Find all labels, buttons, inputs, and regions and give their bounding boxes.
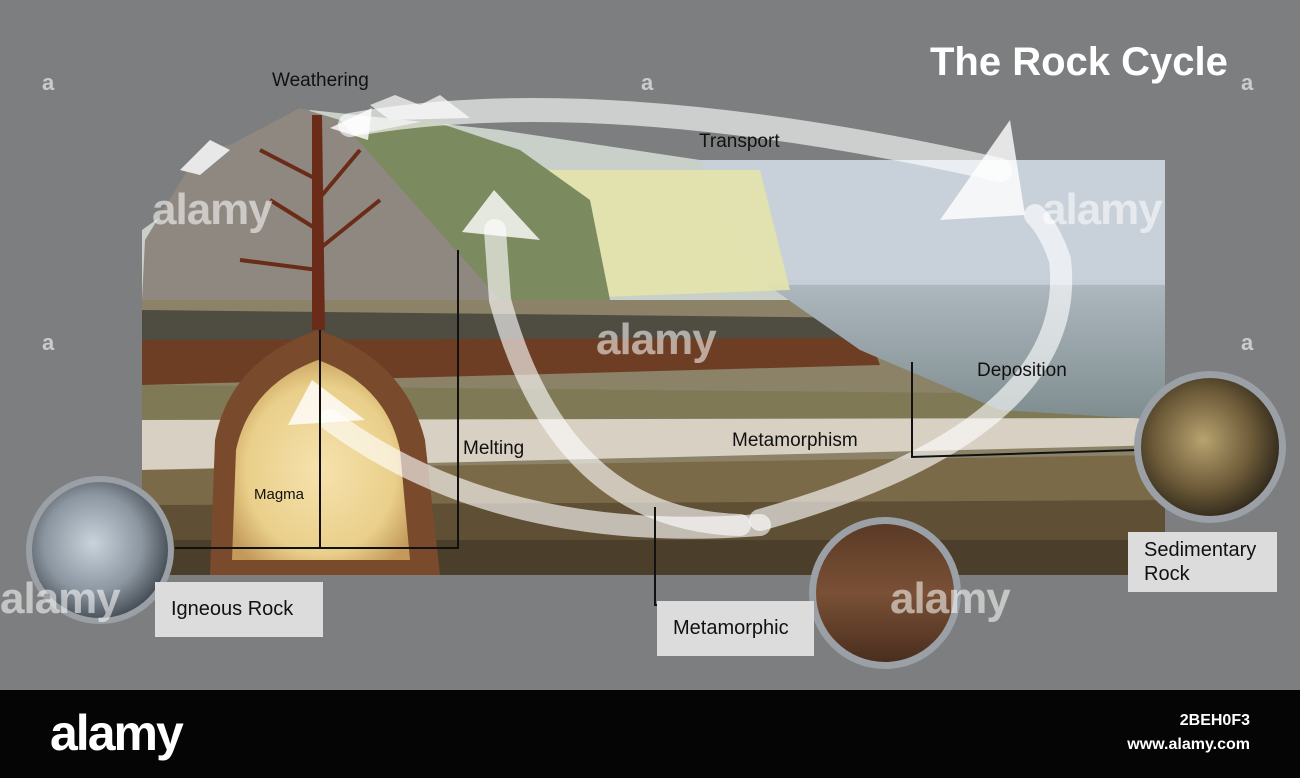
footer-brand-logo: alamy (50, 704, 182, 762)
deposition-label: Deposition (977, 360, 1067, 382)
melting-label: Melting (463, 438, 524, 460)
sedimentary-label-line2: Rock (1144, 562, 1190, 586)
watermark-letter: a (641, 70, 653, 96)
magma-label: Magma (254, 486, 304, 503)
metamorphic-label: Metamorphic (657, 601, 814, 656)
sedimentary-rock-sample (1134, 371, 1286, 523)
footer-url: www.alamy.com (1127, 736, 1250, 754)
weathering-label: Weathering (272, 70, 369, 92)
watermark: alamy (890, 574, 1010, 624)
sedimentary-label-line1: Sedimentary (1144, 538, 1256, 562)
diagram-title: The Rock Cycle (930, 40, 1228, 85)
metamorphism-label: Metamorphism (732, 430, 858, 452)
watermark-letter: a (42, 330, 54, 356)
transport-label: Transport (699, 131, 780, 153)
watermark: alamy (1042, 185, 1162, 235)
sedimentary-rock-label: Sedimentary Rock (1128, 532, 1277, 592)
diagram-stage: The Rock Cycle Weathering Transport Depo… (0, 0, 1300, 690)
watermark-letter: a (1241, 330, 1253, 356)
watermark: alamy (596, 315, 716, 365)
watermark: alamy (152, 185, 272, 235)
igneous-rock-label: Igneous Rock (155, 582, 323, 637)
watermark-letter: a (42, 70, 54, 96)
footer-bar: alamy 2BEH0F3 www.alamy.com (0, 690, 1300, 778)
footer-image-id: 2BEH0F3 (1180, 712, 1250, 730)
watermark: alamy (0, 574, 120, 624)
watermark-letter: a (1241, 70, 1253, 96)
